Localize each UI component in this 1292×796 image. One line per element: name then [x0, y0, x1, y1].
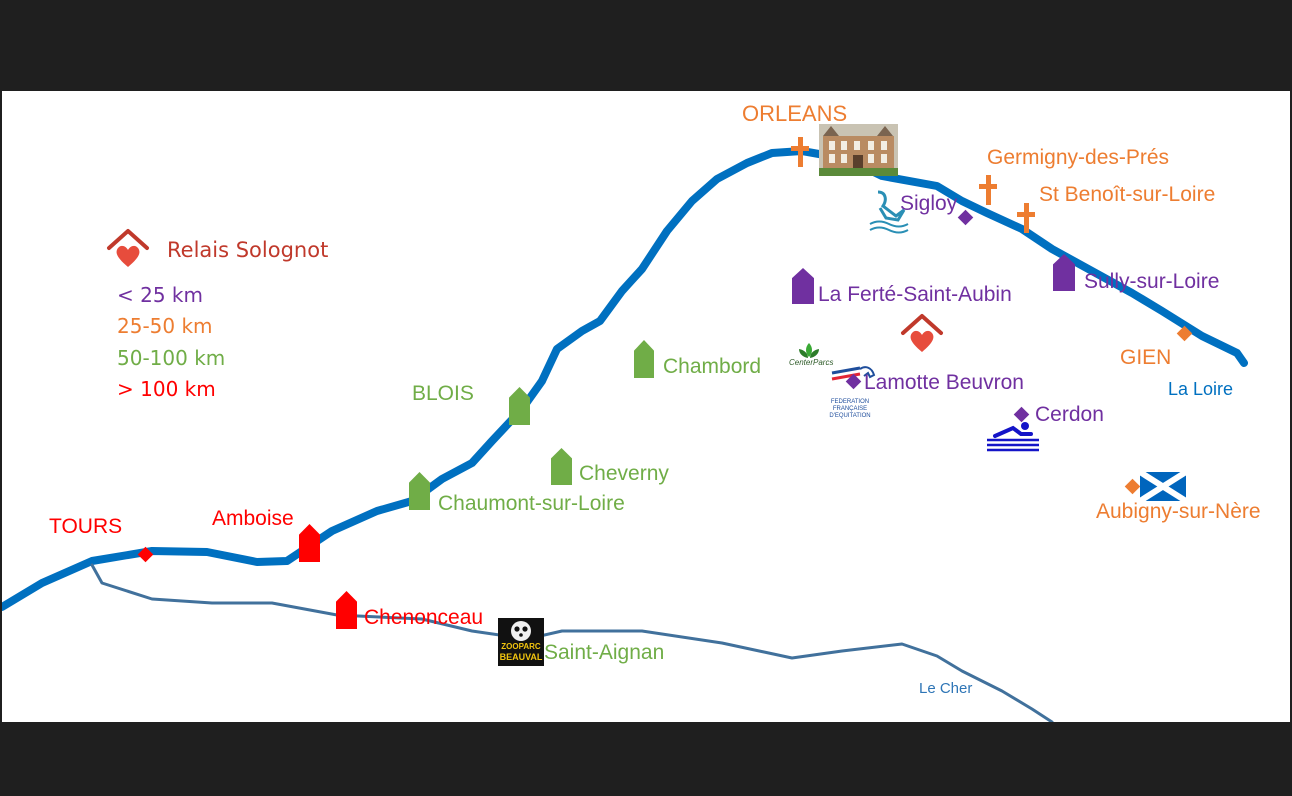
zoo-logo-line1: ZOOPARC [501, 642, 541, 651]
relais-house-heart-icon [107, 229, 149, 267]
place-saint-aignan: Saint-Aignan [544, 641, 665, 664]
zoo-logo-line2: BEAUVAL [499, 652, 543, 662]
place-la-ferte-saint-aubin: La Ferté-Saint-Aubin [818, 283, 1012, 306]
chaumont-house-marker [409, 472, 430, 510]
ferte-house-marker [792, 268, 814, 304]
place-gien: GIEN [1120, 346, 1172, 369]
place-sigloy: Sigloy [900, 192, 958, 215]
blois-house-marker [509, 387, 530, 425]
place-sully-sur-loire: Sully-sur-Loire [1084, 270, 1220, 293]
river-cher-label: Le Cher [919, 680, 973, 697]
orleans-cross-icon [791, 137, 809, 167]
legend-under-25km: < 25 km [117, 283, 203, 307]
zooparc-beauval-logo: ZOOPARC BEAUVAL [498, 618, 544, 666]
scotland-flag-icon [1140, 472, 1186, 501]
map-canvas: Relais Solognot < 25 km 25-50 km 50-100 … [2, 91, 1290, 722]
chenonceau-house-marker [336, 591, 357, 629]
relais-map-house-heart-icon [901, 314, 943, 352]
ffe-logo-text: FEDERATION FRANÇAISE D'EQUITATION [829, 399, 871, 420]
sully-house-marker [1053, 254, 1075, 291]
place-lamotte-beuvron: Lamotte Beuvron [864, 371, 1024, 394]
rivers-layer [2, 147, 1248, 722]
place-germigny-des-pres: Germigny-des-Prés [987, 146, 1170, 169]
place-amboise: Amboise [212, 507, 294, 530]
legend-over-100km: > 100 km [117, 377, 216, 401]
place-tours: TOURS [49, 515, 123, 538]
place-aubigny-sur-nere: Aubigny-sur-Nère [1096, 500, 1261, 523]
loire-river [2, 147, 1248, 611]
place-chaumont-sur-loire: Chaumont-sur-Loire [438, 492, 625, 515]
place-cerdon: Cerdon [1035, 403, 1104, 426]
amboise-house-marker [299, 524, 320, 562]
panda-icon [511, 621, 531, 641]
legend-25-50km: 25-50 km [117, 314, 213, 338]
sigloy-heron-logo [864, 186, 914, 238]
place-st-benoit-sur-loire: St Benoît-sur-Loire [1039, 183, 1216, 206]
cheverny-house-marker [551, 448, 572, 485]
orleans-building-photo [819, 124, 898, 176]
river-loire-label: La Loire [1168, 379, 1234, 399]
legend-50-100km: 50-100 km [117, 346, 226, 370]
cher-river [90, 563, 1054, 722]
swimmer-icon [987, 422, 1039, 452]
center-parcs-leaf-icon [799, 343, 819, 358]
st-benoit-cross-icon [1017, 203, 1035, 233]
place-chambord: Chambord [663, 355, 762, 378]
place-blois: BLOIS [412, 382, 474, 405]
place-chenonceau: Chenonceau [364, 606, 484, 629]
center-parcs-logo-text: CenterParcs [789, 358, 834, 367]
germigny-cross-icon [979, 175, 997, 205]
place-orleans: ORLEANS [742, 101, 848, 126]
chambord-house-marker [634, 340, 654, 378]
legend-relais-label: Relais Solognot [167, 238, 329, 262]
place-cheverny: Cheverny [579, 462, 669, 485]
